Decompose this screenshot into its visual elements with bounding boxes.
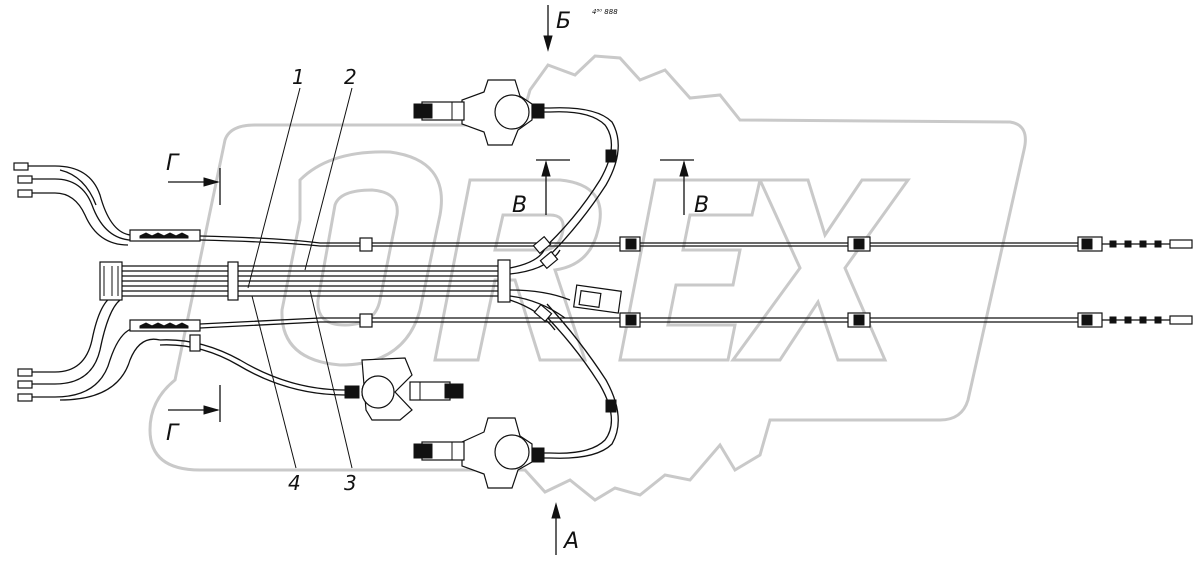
watermark-letter-o [280,150,443,367]
upper-long-wire [129,229,1193,252]
callout-3-label: 3 [344,471,357,495]
watermark [148,54,1027,502]
callout-1-leader [247,87,301,289]
left-top-terminals [13,162,131,246]
section-v-left-label: В [512,193,527,218]
section-g-upper-label: Г [166,151,180,176]
view-b-label: Б [556,9,571,34]
callout-4-leader [251,295,297,469]
upper-end-connector [1109,239,1193,249]
header-mark: 4⁸⁰ 888 [592,8,618,16]
left-bottom-terminals [17,294,161,402]
upper-sensor-branch [413,79,619,270]
lower-sensor-branch [159,334,464,421]
section-v-right-label: В [694,193,709,218]
lower-long-wire [129,312,1193,332]
view-a-label: А [562,529,579,554]
lower-end-connector [1109,315,1193,325]
watermark-gear-outline [148,54,1027,502]
bottom-sensor-branch [413,303,619,489]
watermark-letter-r [433,178,602,362]
harness [13,79,1193,489]
watermark-letter-e [618,178,762,362]
callout-4-label: 4 [288,471,301,495]
watermark-letter-x [730,178,911,362]
callouts: 1 2 3 4 [247,65,357,495]
section-g-lower-label: Г [166,421,180,446]
callout-2-leader [304,87,353,271]
central-bundle [99,247,622,331]
callout-1-label: 1 [292,65,305,89]
view-markers: Б 4⁸⁰ 888 А В В Г Г [166,5,709,555]
callout-2-label: 2 [344,65,357,89]
callout-3-leader [309,289,353,469]
